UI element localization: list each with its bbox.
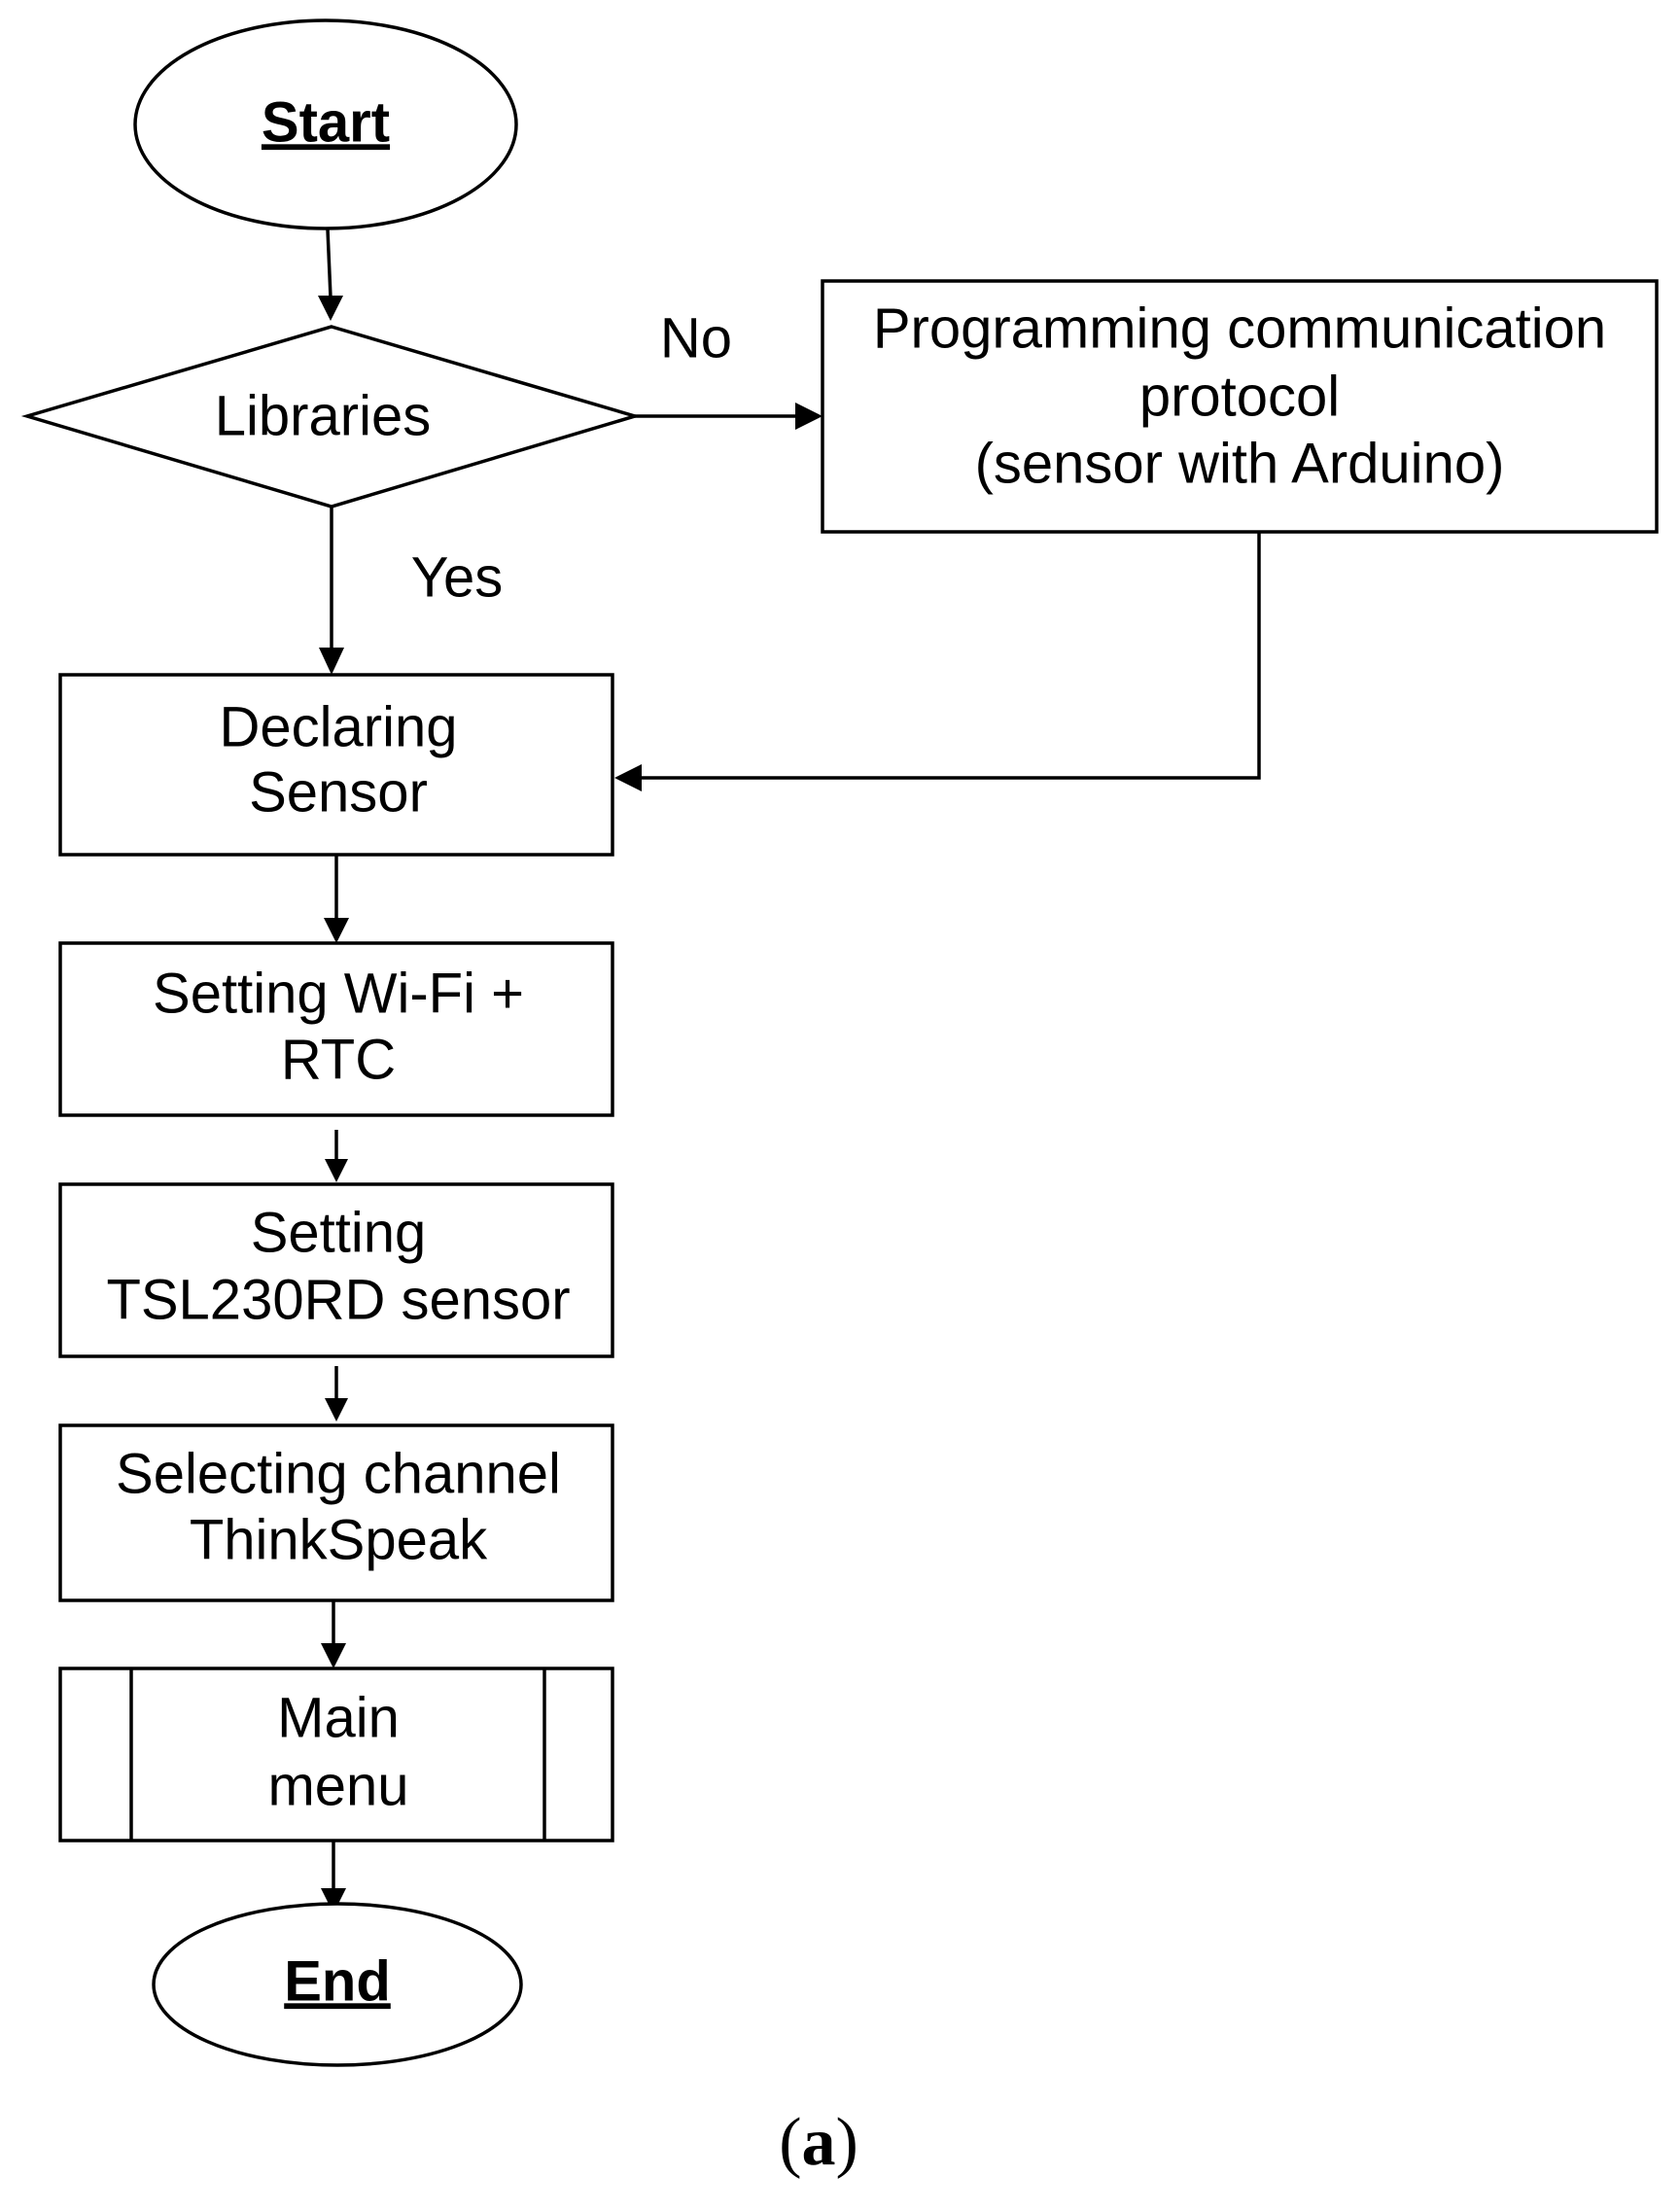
- arrow-wifi-to-tsl: [325, 1130, 348, 1182]
- channel-box: Selecting channel ThinkSpeak: [58, 1423, 614, 1602]
- arrow-declaring-to-wifi: [324, 855, 349, 943]
- tsl-line1: Setting: [251, 1201, 427, 1264]
- caption-close: ): [836, 2105, 858, 2180]
- decision-label: Libraries: [215, 384, 431, 447]
- arrow-channel-to-menu: [321, 1600, 346, 1668]
- arrow-protocol-to-declaring: [614, 532, 1261, 791]
- caption-open: (: [779, 2105, 801, 2180]
- wifi-rtc-box: Setting Wi-Fi + RTC: [58, 941, 614, 1117]
- start-terminal: Start: [133, 18, 518, 230]
- no-branch-label: No: [660, 306, 732, 369]
- protocol-line2: protocol: [1139, 365, 1340, 428]
- channel-line1: Selecting channel: [116, 1442, 561, 1505]
- arrow-start-to-libraries: [318, 228, 343, 321]
- declaring-line1: Declaring: [220, 695, 458, 758]
- menu-line1: Main: [277, 1686, 400, 1749]
- end-terminal: End: [152, 1902, 523, 2067]
- arrow-menu-to-end: [321, 1841, 346, 1913]
- start-label: Start: [262, 90, 390, 154]
- tsl-line2: TSL230RD sensor: [106, 1268, 570, 1331]
- end-label: End: [284, 1949, 391, 2013]
- menu-line2: menu: [267, 1754, 408, 1817]
- protocol-line3: (sensor with Arduino): [975, 432, 1505, 495]
- libraries-decision: Libraries: [20, 325, 642, 509]
- arrow-no-branch: [635, 403, 822, 430]
- arrow-yes-branch: [319, 507, 344, 675]
- figure-caption: (a): [779, 2105, 858, 2180]
- arrow-tsl-to-channel: [325, 1366, 348, 1421]
- declaring-line2: Sensor: [249, 760, 428, 824]
- main-menu-box: Main menu: [58, 1667, 614, 1842]
- declaring-sensor-box: Declaring Sensor: [58, 673, 614, 857]
- wifi-line2: RTC: [281, 1028, 396, 1091]
- yes-branch-label: Yes: [411, 545, 504, 609]
- protocol-box: Programming communication protocol (sens…: [821, 279, 1659, 534]
- protocol-line1: Programming communication: [873, 297, 1606, 360]
- channel-line2: ThinkSpeak: [190, 1508, 488, 1571]
- wifi-line1: Setting Wi-Fi +: [153, 962, 524, 1025]
- tsl-sensor-box: Setting TSL230RD sensor: [58, 1182, 614, 1358]
- caption-letter: a: [802, 2105, 836, 2180]
